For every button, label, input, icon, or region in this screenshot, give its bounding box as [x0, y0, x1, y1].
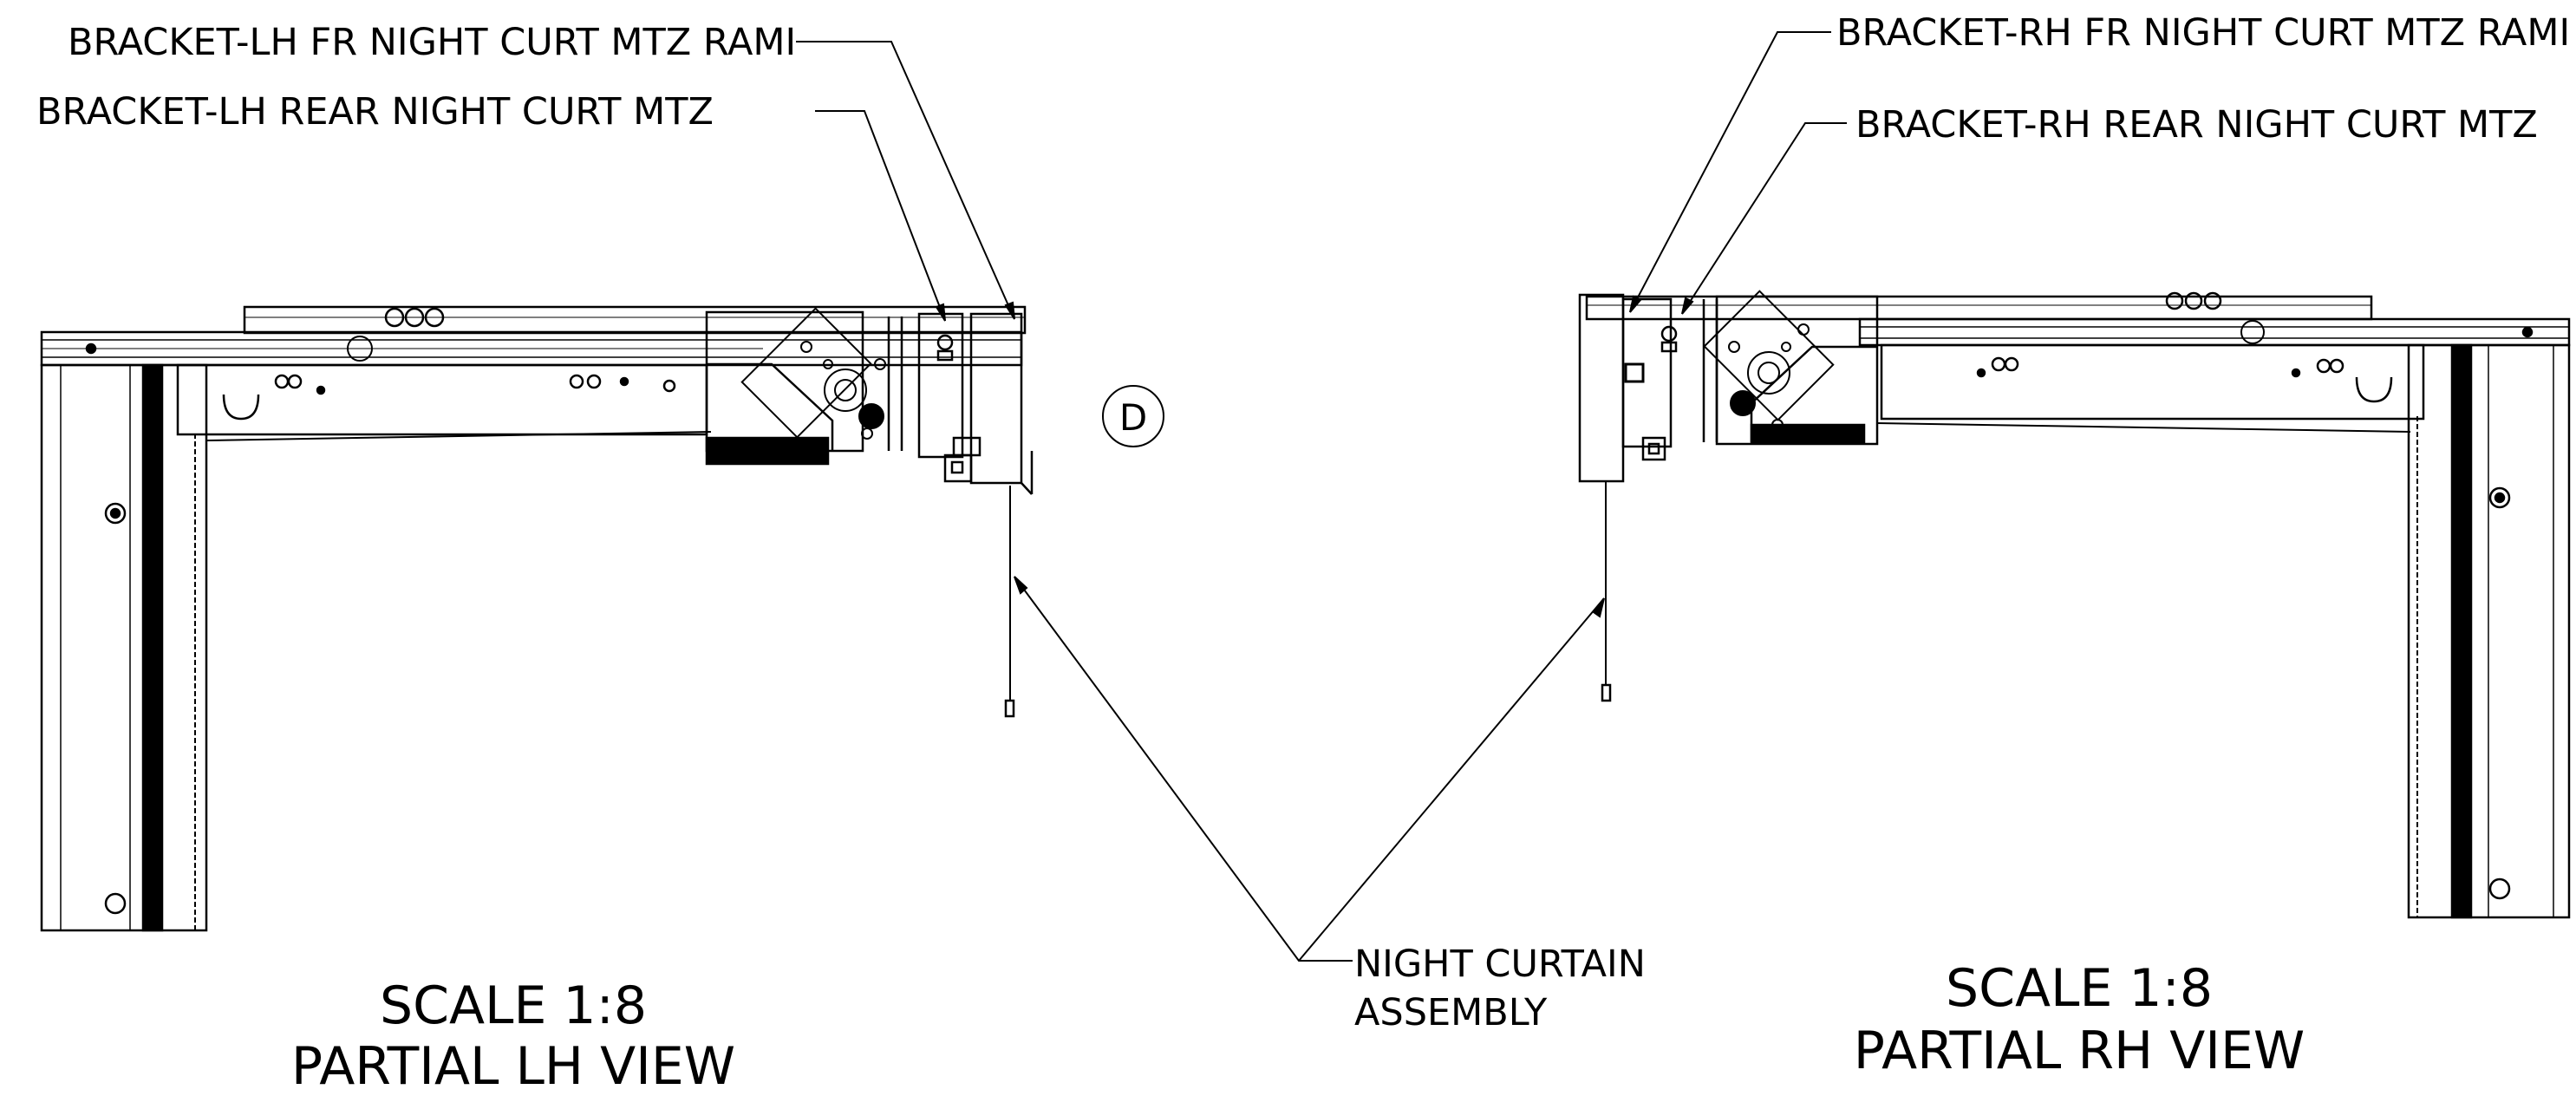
lh-scale-label: SCALE 1:8	[380, 975, 647, 1036]
rh-rear-bracket-label: BRACKET-RH REAR NIGHT CURT MTZ	[1855, 103, 2538, 147]
lh-front-bracket-label: BRACKET-LH FR NIGHT CURT MTZ RAMI	[68, 21, 796, 64]
night-curtain-label-line1: NIGHT CURTAIN	[1354, 943, 1646, 986]
rh-partial-view	[1578, 290, 2571, 919]
lh-view-title: PARTIAL LH VIEW	[291, 1036, 735, 1096]
lh-rear-bracket-label: BRACKET-LH REAR NIGHT CURT MTZ	[36, 90, 714, 134]
detail-marker: D	[1102, 385, 1164, 447]
rh-scale-label: SCALE 1:8	[1946, 958, 2213, 1019]
lh-partial-view	[40, 305, 1034, 932]
rh-front-bracket-label: BRACKET-RH FR NIGHT CURT MTZ RAMI	[1836, 11, 2570, 55]
leader-lines	[796, 31, 1847, 962]
night-curtain-label-line2: ASSEMBLY	[1354, 991, 1548, 1034]
detail-marker-label: D	[1119, 396, 1147, 439]
rh-view-title: PARTIAL RH VIEW	[1854, 1021, 2305, 1081]
